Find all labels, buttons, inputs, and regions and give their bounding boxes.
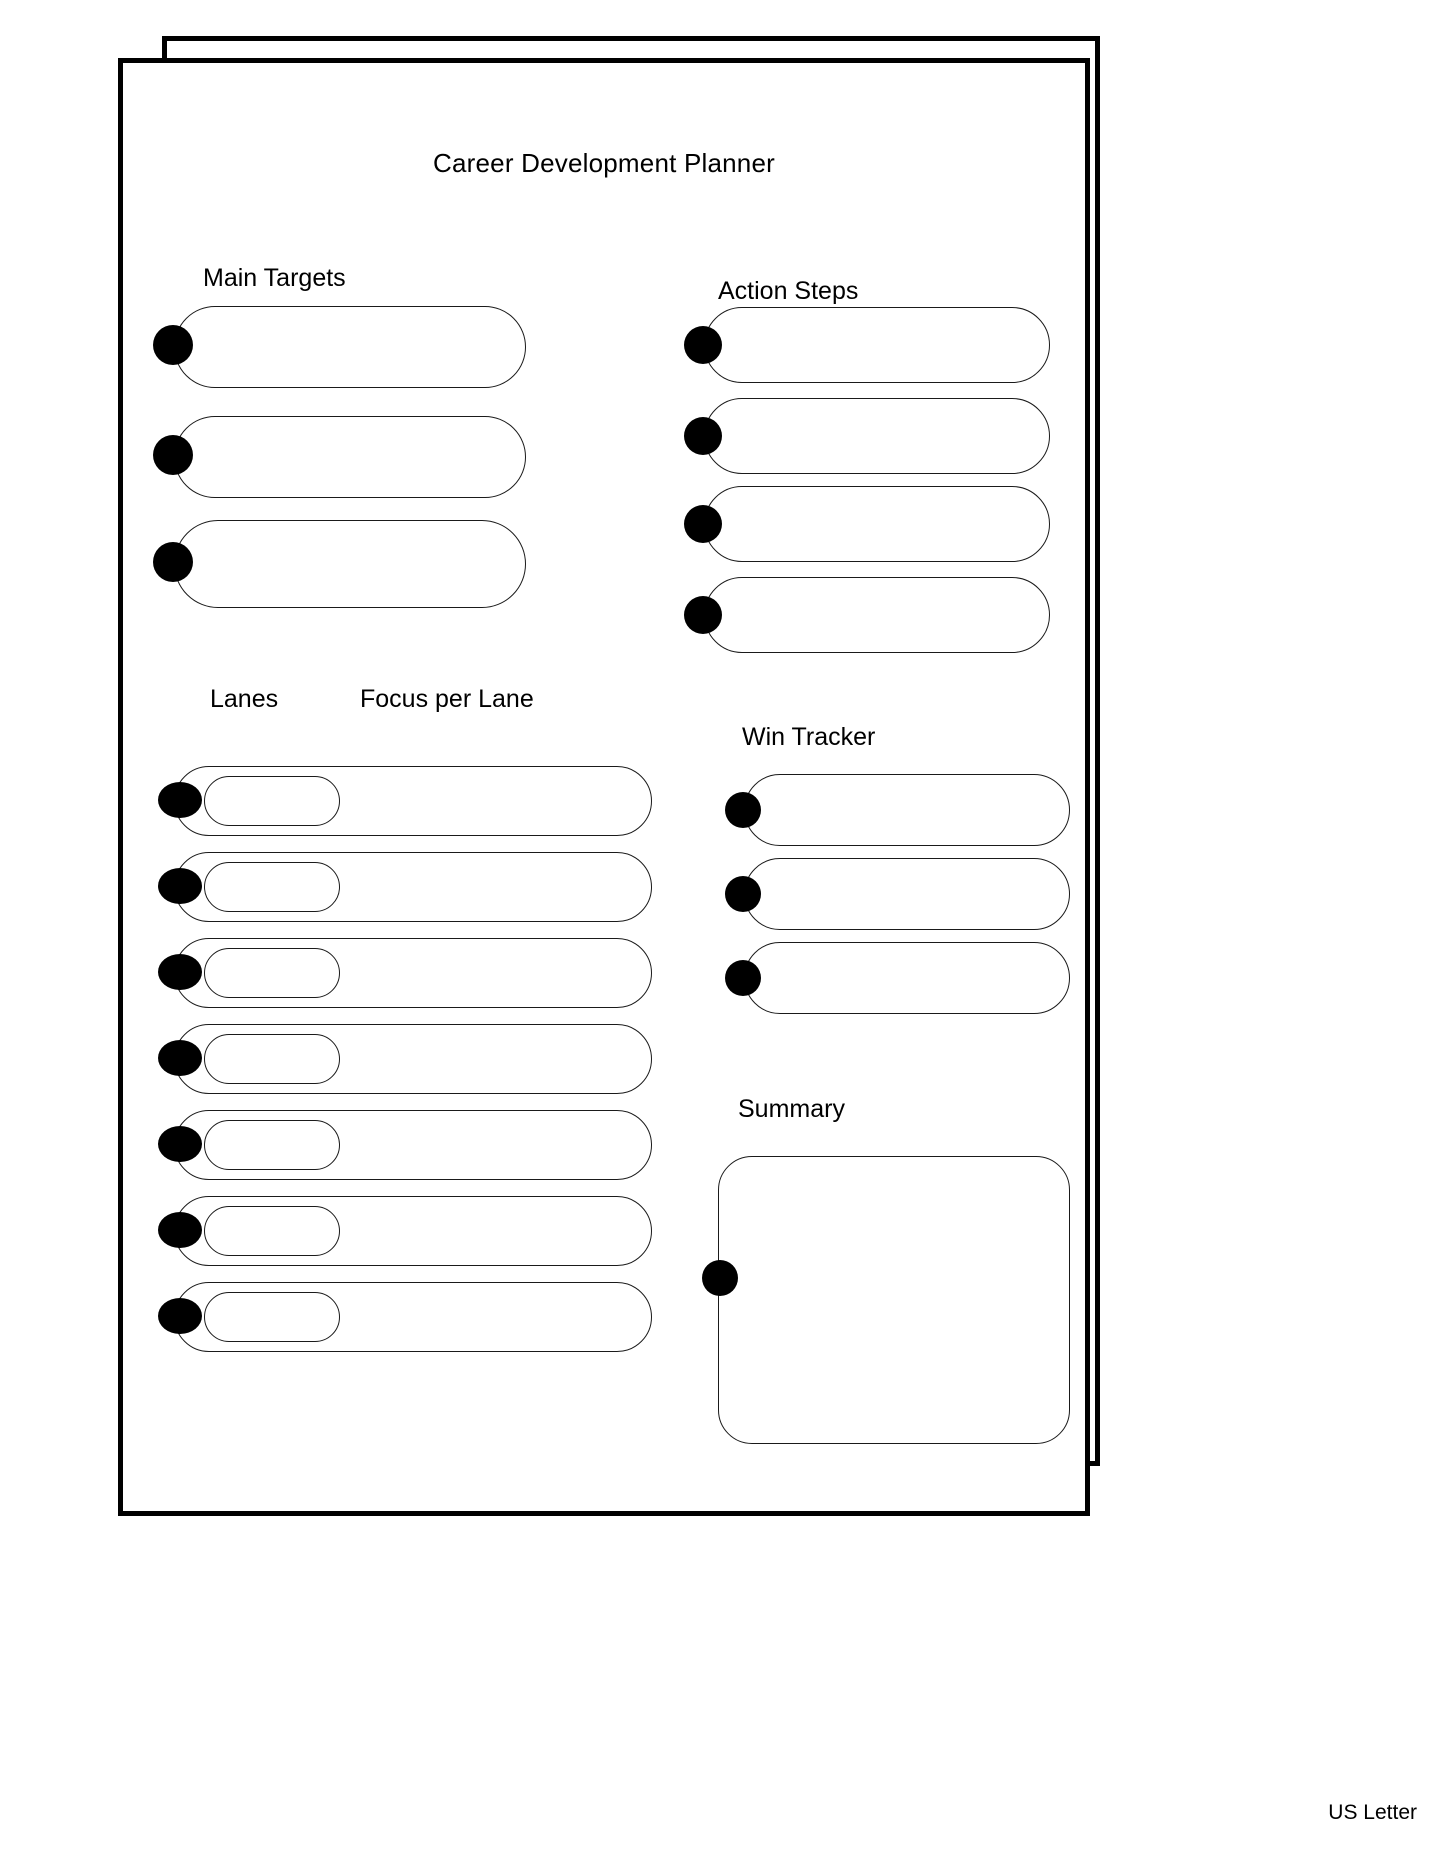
action-step-field-3[interactable] [704,486,1050,562]
paper-size-label: US Letter [1328,1801,1417,1824]
win-tracker-bullet-2-icon [725,876,761,912]
section-heading-win-tracker: Win Tracker [742,723,876,751]
win-tracker-field-1[interactable] [744,774,1070,846]
lane-row-2-lane-field[interactable] [204,862,340,912]
win-tracker-field-3[interactable] [744,942,1070,1014]
summary-bullet-icon [702,1260,738,1296]
section-heading-summary: Summary [738,1095,845,1123]
lane-row-5-lane-field[interactable] [204,1120,340,1170]
action-step-field-4[interactable] [704,577,1050,653]
lane-row-3-bullet-icon [158,954,202,990]
action-step-field-2[interactable] [704,398,1050,474]
lane-row-4-lane-field[interactable] [204,1034,340,1084]
action-step-bullet-1-icon [684,326,722,364]
action-step-bullet-3-icon [684,505,722,543]
lane-row-6-lane-field[interactable] [204,1206,340,1256]
lane-row-7-lane-field[interactable] [204,1292,340,1342]
page-content: Career Development Planner Main Targets … [118,58,1090,1516]
win-tracker-bullet-1-icon [725,792,761,828]
main-target-bullet-1-icon [153,325,193,365]
win-tracker-bullet-3-icon [725,960,761,996]
win-tracker-field-2[interactable] [744,858,1070,930]
lane-row-2-bullet-icon [158,868,202,904]
lane-row-6-bullet-icon [158,1212,202,1248]
lane-row-4-bullet-icon [158,1040,202,1076]
lane-row-1-lane-field[interactable] [204,776,340,826]
section-heading-action-steps: Action Steps [718,277,859,305]
main-target-bullet-2-icon [153,435,193,475]
main-target-field-1[interactable] [174,306,526,388]
main-target-field-2[interactable] [174,416,526,498]
summary-field[interactable] [718,1156,1070,1444]
lane-row-5-bullet-icon [158,1126,202,1162]
action-step-bullet-2-icon [684,417,722,455]
action-step-field-1[interactable] [704,307,1050,383]
main-target-field-3[interactable] [174,520,526,608]
section-heading-lanes: Lanes [210,685,279,713]
section-heading-focus-per-lane: Focus per Lane [360,685,534,713]
main-target-bullet-3-icon [153,542,193,582]
section-heading-main-targets: Main Targets [203,264,346,292]
lane-row-3-lane-field[interactable] [204,948,340,998]
lane-row-1-bullet-icon [158,782,202,818]
lane-row-7-bullet-icon [158,1298,202,1334]
page-title: Career Development Planner [433,148,775,178]
action-step-bullet-4-icon [684,596,722,634]
